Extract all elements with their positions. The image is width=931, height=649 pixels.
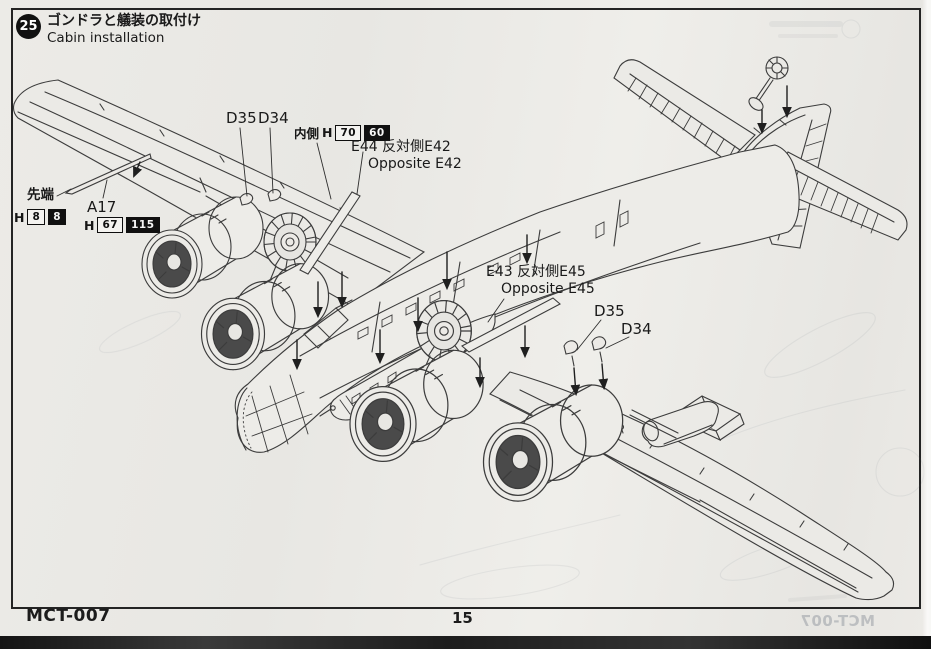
callout-d35-right: D35 xyxy=(594,302,625,320)
callout-d34-right: D34 xyxy=(621,320,652,338)
paint-chip-flat: 60 xyxy=(364,124,390,141)
scan-edge-bar xyxy=(0,636,931,649)
part-e44-strip xyxy=(299,191,361,275)
nose-glazing xyxy=(245,374,313,453)
kit-code: MCT-007 xyxy=(26,606,111,626)
paint-chip-gloss: 70 xyxy=(335,124,362,141)
part-a17-antenna xyxy=(64,153,152,195)
install-arrows xyxy=(133,85,792,397)
part-loop-antenna xyxy=(748,56,789,111)
callout-e43-line2: Opposite E45 xyxy=(501,281,595,297)
paint-chip-gloss: 67 xyxy=(97,217,124,233)
cabin-windows xyxy=(357,210,629,340)
part-d35-bracket-top xyxy=(239,193,254,206)
step-number-badge: 25 xyxy=(16,14,41,39)
part-d35-bracket-right xyxy=(563,340,579,367)
callout-d35-top: D35 xyxy=(226,109,257,127)
paint-brand-letter: H xyxy=(14,209,25,225)
diagram-border-frame xyxy=(11,8,921,609)
step-title-english: Cabin installation xyxy=(47,30,165,46)
paint-chip-flat: 115 xyxy=(126,217,160,233)
callout-d34-top: D34 xyxy=(258,109,289,127)
step-title-japanese: ゴンドラと艤装の取付け xyxy=(47,13,201,29)
callout-tip: 先端 xyxy=(27,187,54,203)
paint-callout-a17: H 67 115 xyxy=(84,217,160,233)
callout-e43-line1: E43 反対側E45 xyxy=(486,264,586,280)
wing-pod-and-rack xyxy=(608,395,745,448)
inner-side-label: 内側 xyxy=(294,126,320,141)
callout-a17: A17 xyxy=(87,198,117,216)
page-number: 15 xyxy=(452,609,473,627)
paint-callout-tip: H 8 8 xyxy=(14,209,67,225)
paint-chip-gloss: 8 xyxy=(27,209,46,225)
callout-e44-line2: Opposite E42 xyxy=(368,156,462,172)
part-e43-strip xyxy=(461,297,561,353)
leader-lines xyxy=(56,127,630,351)
paint-chip-flat: 8 xyxy=(48,209,67,225)
paint-brand-letter: H xyxy=(84,217,95,233)
paper-edge xyxy=(922,0,931,649)
paint-brand-letter: H xyxy=(322,125,333,140)
bleed-through-ghosts xyxy=(99,19,925,602)
bleed-through-text: MCT-007 xyxy=(800,612,875,630)
callout-e44-line1: E44 反対側E42 xyxy=(351,139,451,155)
part-d34-bracket-top xyxy=(267,189,282,202)
paint-callout-inner: 内側 H 70 60 xyxy=(294,123,390,142)
part-d34-bracket-right xyxy=(591,336,607,363)
